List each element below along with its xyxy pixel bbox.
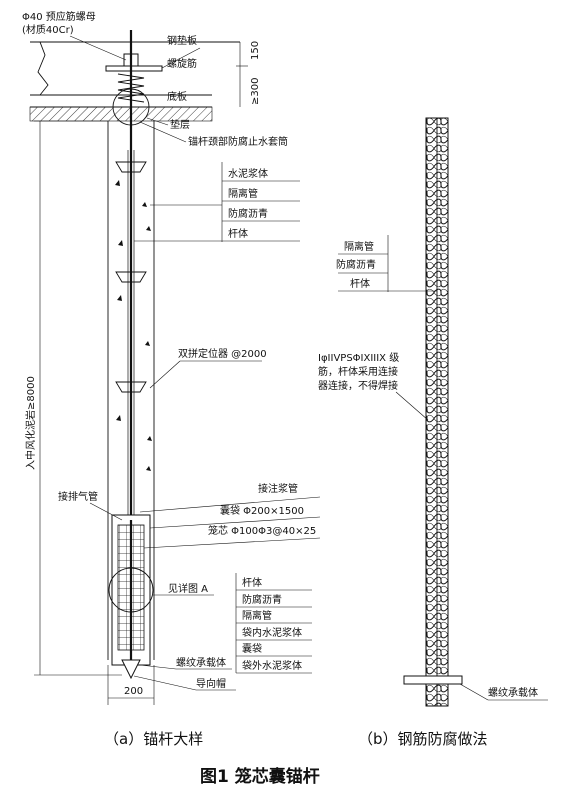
guide-cap-label: 导向帽 [196, 677, 226, 690]
cage-label: 笼芯 Φ100Φ3@40×25 [208, 524, 316, 537]
exhaust-label: 接排气管 [58, 490, 98, 503]
layer-bottom-3: 隔离管 [242, 609, 272, 622]
layer-bottom-1: 杆体 [242, 577, 262, 589]
guide-cap [121, 659, 141, 680]
cushion-hatch [29, 106, 213, 122]
panel-b: 隔离管 防腐沥青 杆体 IφⅠIVPSΦIXIIIX 级 筋，杆体采用连接 器连… [318, 117, 548, 748]
grout-speckles [115, 180, 152, 471]
layer-top-1: 水泥浆体 [228, 167, 268, 180]
locator-label: 双拼定位器 @2000 [178, 347, 267, 360]
layers-table-top: 水泥浆体 隔离管 防腐沥青 杆体 [134, 162, 300, 242]
thread-body-label: 螺纹承载体 [176, 656, 226, 669]
layer-bottom-5: 囊袋 [242, 642, 262, 655]
nut-material: (材质40Cr) [22, 23, 74, 36]
grout-pipe-label: 接注浆管 [258, 482, 298, 495]
layer-bottom-4: 袋内水泥浆体 [242, 626, 302, 639]
note-line-1: IφⅠIVPSΦIXIIIX 级 [318, 352, 399, 364]
layer-top-3: 防腐沥青 [228, 207, 268, 220]
note-line-2: 筋，杆体采用连接 [318, 365, 398, 378]
bag-label: 囊袋 Φ200×1500 [220, 504, 304, 517]
layer-top-4: 杆体 [228, 228, 248, 240]
layer-bottom-2: 防腐沥青 [242, 593, 282, 606]
dim-150: 150 [250, 41, 261, 60]
detail-label: 见详图 A [168, 582, 208, 595]
thread-body-b [403, 675, 463, 685]
spiral-label: 螺旋筋 [167, 57, 197, 70]
dim-300: ≥300 [250, 78, 261, 105]
layer-top-2: 隔离管 [228, 187, 258, 200]
layer-b-2: 防腐沥青 [336, 258, 376, 271]
layer-b-1: 隔离管 [344, 240, 374, 253]
locator-3 [115, 381, 147, 393]
layer-b-3: 杆体 [350, 278, 370, 290]
locator-1 [115, 161, 147, 173]
nut-label: Φ40 预应筋螺母 [22, 10, 96, 23]
pad-plate [105, 65, 163, 72]
locator-2 [115, 271, 147, 283]
caption-b: （b）钢筋防腐做法 [358, 730, 488, 748]
caption-a: （a）锚杆大样 [104, 730, 203, 748]
figure-title: 图1 笼芯囊锚杆 [200, 766, 320, 787]
base-plate-label: 底板 [167, 90, 187, 103]
pad-plate-label: 钢垫板 [167, 34, 197, 47]
thread-body-b-label: 螺纹承载体 [488, 686, 538, 699]
cushion-label: 垫层 [170, 118, 190, 131]
note-line-3: 器连接，不得焊接 [318, 379, 398, 392]
layer-bottom-6: 袋外水泥浆体 [242, 659, 302, 672]
dim-200: 200 [124, 686, 143, 697]
layers-table-bottom: 杆体 防腐沥青 隔离管 袋内水泥浆体 囊袋 袋外水泥浆体 [235, 573, 312, 674]
depth-label: 入中风化泥岩≥8000 [24, 376, 37, 470]
detail-circle-a [108, 567, 154, 613]
sleeve-label: 锚杆颈部防腐止水套筒 [188, 135, 288, 148]
panel-a: 200 入中风化泥岩≥8000 150 ≥300 Φ40 预应筋螺母 (材质40… [22, 10, 321, 748]
